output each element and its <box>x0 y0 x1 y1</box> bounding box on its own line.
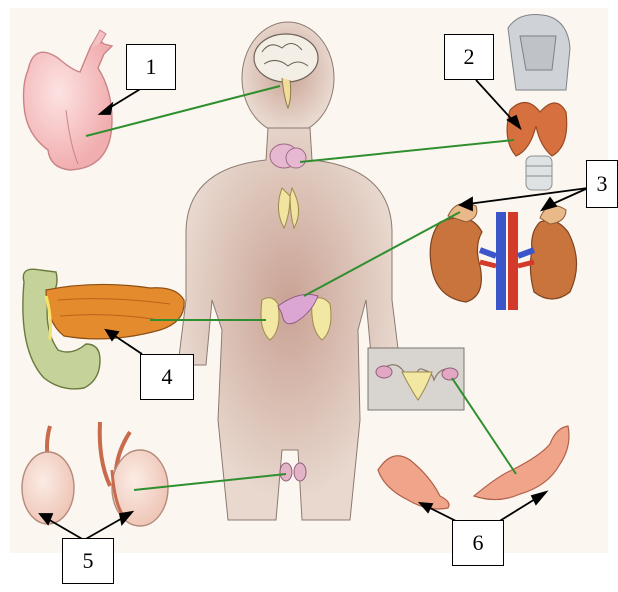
label-box-5: 5 <box>62 538 114 584</box>
label-box-1: 1 <box>126 44 176 90</box>
label-box-3: 3 <box>586 160 618 208</box>
label-box-2: 2 <box>444 34 494 80</box>
label-box-4: 4 <box>140 354 194 400</box>
kidneys-adrenals-icon <box>430 204 576 310</box>
label-box-6: 6 <box>452 520 504 566</box>
